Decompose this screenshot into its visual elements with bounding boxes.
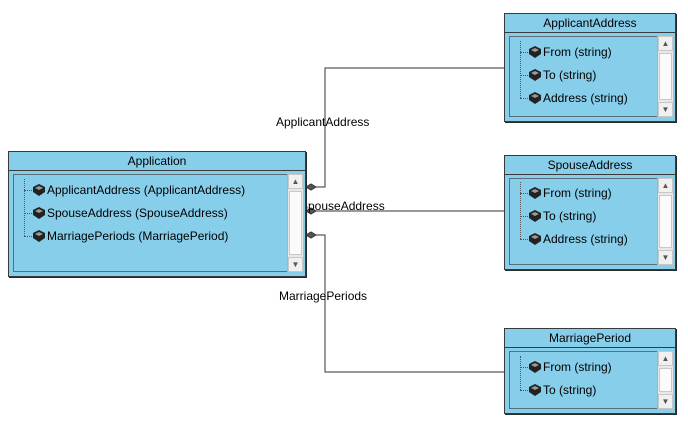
property-item[interactable]: From (string) xyxy=(517,182,628,205)
property-item[interactable]: To (string) xyxy=(517,64,628,87)
scroll-down-arrow-icon[interactable]: ▼ xyxy=(658,394,673,409)
property-icon xyxy=(529,46,541,58)
tree-connector xyxy=(520,75,530,76)
property-item[interactable]: To (string) xyxy=(517,379,612,402)
scroll-up-arrow-icon[interactable]: ▲ xyxy=(658,36,673,51)
property-label: SpouseAddress (SpouseAddress) xyxy=(47,206,228,220)
entity-title: SpouseAddress xyxy=(505,156,675,175)
property-label: MarriagePeriods (MarriagePeriod) xyxy=(47,229,229,243)
property-label: To (string) xyxy=(543,209,597,223)
scrollbar-thumb[interactable] xyxy=(659,195,672,248)
property-item[interactable]: To (string) xyxy=(517,205,628,228)
property-icon xyxy=(33,230,45,242)
scrollbar-thumb[interactable] xyxy=(659,53,672,100)
property-item[interactable]: ApplicantAddress (ApplicantAddress) xyxy=(21,179,245,202)
property-list-frame xyxy=(509,36,657,117)
entity-title: ApplicantAddress xyxy=(505,14,675,33)
property-list: From (string) To (string) Address (strin… xyxy=(517,182,628,251)
property-icon xyxy=(529,361,541,373)
scroll-up-arrow-icon[interactable]: ▲ xyxy=(658,351,673,366)
scroll-down-arrow-icon[interactable]: ▼ xyxy=(288,257,303,272)
property-list: From (string) To (string) Address (strin… xyxy=(517,41,628,110)
connection-label-marriage-periods: MarriagePeriods xyxy=(279,289,368,303)
tree-connector xyxy=(520,193,530,194)
property-icon xyxy=(529,69,541,81)
vertical-scrollbar[interactable]: ▲ ▼ xyxy=(657,351,673,409)
property-icon xyxy=(529,384,541,396)
scrollbar-thumb[interactable] xyxy=(659,368,672,392)
property-list: From (string) To (string) xyxy=(517,356,612,402)
scroll-down-arrow-icon[interactable]: ▼ xyxy=(658,250,673,265)
property-icon xyxy=(529,210,541,222)
property-list-frame xyxy=(13,174,287,272)
property-label: ApplicantAddress (ApplicantAddress) xyxy=(47,183,246,197)
tree-connector xyxy=(520,182,521,239)
tree-connector xyxy=(24,213,34,214)
property-label: From (string) xyxy=(543,360,612,374)
property-item[interactable]: Address (string) xyxy=(517,87,628,110)
diamond-icon xyxy=(305,207,317,215)
property-item[interactable]: From (string) xyxy=(517,41,628,64)
property-icon xyxy=(529,187,541,199)
tree-connector xyxy=(24,236,34,237)
entity-application[interactable]: Application ApplicantAddress (ApplicantA… xyxy=(8,151,306,277)
property-label: To (string) xyxy=(543,383,597,397)
entity-title: Application xyxy=(9,152,305,171)
tree-connector xyxy=(520,216,530,217)
property-icon xyxy=(33,207,45,219)
tree-connector xyxy=(520,239,530,240)
property-item[interactable]: SpouseAddress (SpouseAddress) xyxy=(21,202,245,225)
tree-connector xyxy=(24,190,34,191)
tree-connector xyxy=(520,98,530,99)
tree-connector xyxy=(520,367,530,368)
vertical-scrollbar[interactable]: ▲ ▼ xyxy=(657,178,673,265)
property-list-frame xyxy=(509,351,657,409)
connector-applicant-address[interactable] xyxy=(312,67,504,188)
diamond-icon xyxy=(305,183,317,191)
tree-connector xyxy=(24,179,25,236)
tree-connector xyxy=(520,52,530,53)
property-label: From (string) xyxy=(543,45,612,59)
tree-connector xyxy=(520,41,521,98)
property-item[interactable]: MarriagePeriods (MarriagePeriod) xyxy=(21,225,245,248)
scroll-up-arrow-icon[interactable]: ▲ xyxy=(288,174,303,189)
vertical-scrollbar[interactable]: ▲ ▼ xyxy=(287,174,303,272)
entity-applicant-address[interactable]: ApplicantAddress From (string) To (strin… xyxy=(504,13,676,122)
scrollbar-thumb[interactable] xyxy=(289,191,302,255)
property-icon xyxy=(529,233,541,245)
connection-label-spouse-address: SpouseAddress xyxy=(300,199,385,213)
entity-title: MarriagePeriod xyxy=(505,329,675,348)
property-list-frame xyxy=(509,178,657,265)
entity-spouse-address[interactable]: SpouseAddress From (string) To (string) … xyxy=(504,155,676,270)
property-item[interactable]: From (string) xyxy=(517,356,612,379)
entity-marriage-period[interactable]: MarriagePeriod From (string) To (string)… xyxy=(504,328,676,414)
property-icon xyxy=(33,184,45,196)
property-list: ApplicantAddress (ApplicantAddress) Spou… xyxy=(21,179,245,248)
property-label: From (string) xyxy=(543,186,612,200)
property-label: Address (string) xyxy=(543,232,628,246)
property-item[interactable]: Address (string) xyxy=(517,228,628,251)
scroll-up-arrow-icon[interactable]: ▲ xyxy=(658,178,673,193)
diamond-icon xyxy=(305,231,317,239)
connection-label-applicant-address: ApplicantAddress xyxy=(276,115,370,129)
property-label: To (string) xyxy=(543,68,597,82)
tree-connector xyxy=(520,390,530,391)
scroll-down-arrow-icon[interactable]: ▼ xyxy=(658,102,673,117)
property-icon xyxy=(529,92,541,104)
tree-connector xyxy=(520,356,521,390)
vertical-scrollbar[interactable]: ▲ ▼ xyxy=(657,36,673,117)
connector-marriage-periods[interactable] xyxy=(312,234,504,373)
property-label: Address (string) xyxy=(543,91,628,105)
